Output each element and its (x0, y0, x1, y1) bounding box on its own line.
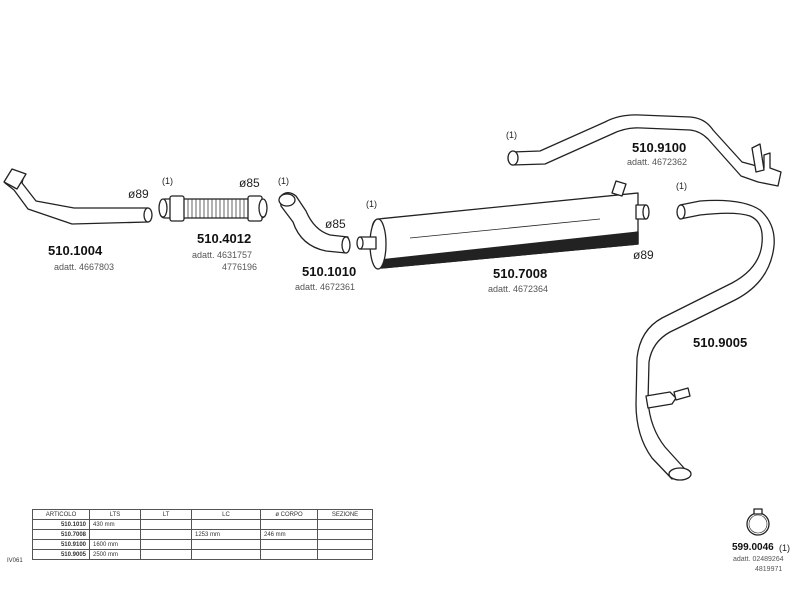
table-header: SEZIONE (317, 509, 373, 520)
pipe-510-9100 (507, 114, 782, 187)
bend-pipe-510-1010 (278, 192, 351, 254)
table-header: LC (191, 509, 261, 520)
pipe-510-9005 (635, 199, 775, 481)
part-adatt-510-1010: adatt. 4672361 (295, 282, 356, 292)
clamp-599-0046 (746, 508, 770, 536)
part-adatt-510-9100: adatt. 4672362 (627, 157, 688, 167)
spec-table: ARTICOLO LTS LT LC ø CORPO SEZIONE 510.1… (32, 509, 373, 560)
table-header: LTS (89, 509, 141, 520)
diameter-label-510-1004: ø89 (128, 187, 149, 201)
part-code-510-9100: 510.9100 (632, 140, 687, 155)
table-cell (191, 549, 261, 560)
table-row: 510.9005 2500 mm (32, 549, 373, 560)
table-cell: 1600 mm (89, 539, 141, 550)
table-cell: 246 mm (260, 529, 318, 540)
table-cell (317, 539, 373, 550)
note-510-9100: (1) (506, 130, 517, 140)
diameter-label-510-7008: ø89 (633, 248, 654, 262)
table-header: LT (140, 509, 192, 520)
table-side-label: IV061 (7, 558, 23, 564)
table-row: 510.9100 1600 mm (32, 539, 373, 550)
part-adatt-510-1004: adatt. 4667803 (54, 262, 115, 272)
table-cell (140, 519, 192, 530)
note-510-7008: (1) (366, 199, 377, 209)
table-cell (317, 519, 373, 530)
diameter-label-510-1010: ø85 (325, 217, 346, 231)
part-adatt-510-7008: adatt. 4672364 (488, 284, 549, 294)
part-code-510-9005: 510.9005 (693, 335, 748, 350)
table-cell: 2500 mm (89, 549, 141, 560)
table-cell (140, 529, 192, 540)
table-header: ARTICOLO (32, 509, 90, 520)
table-cell (89, 529, 141, 540)
table-cell (260, 519, 318, 530)
table-cell (260, 539, 318, 550)
part-code-510-4012: 510.4012 (197, 231, 252, 246)
part-code-510-7008: 510.7008 (493, 266, 548, 281)
table-header-row: ARTICOLO LTS LT LC ø CORPO SEZIONE (32, 509, 373, 520)
part-code-510-1010: 510.1010 (302, 264, 357, 279)
table-cell (260, 549, 318, 560)
table-cell (140, 539, 192, 550)
part-adatt-599-0046: adatt. 02489264 (733, 556, 784, 563)
table-cell-articolo: 510.9005 (32, 549, 90, 560)
table-cell (191, 519, 261, 530)
table-cell (317, 529, 373, 540)
table-cell: 1253 mm (191, 529, 261, 540)
table-cell-articolo: 510.9100 (32, 539, 90, 550)
note-510-4012: (1) (162, 176, 173, 186)
note-510-1010: (1) (278, 176, 289, 186)
table-header: ø CORPO (260, 509, 318, 520)
table-cell-articolo: 510.7008 (32, 529, 90, 540)
table-cell: 430 mm (89, 519, 141, 530)
part-code-599-0046: 599.0046 (732, 542, 774, 553)
diameter-label-510-4012: ø85 (239, 176, 260, 190)
table-cell (317, 549, 373, 560)
table-cell (140, 549, 192, 560)
silencer-510-7008 (356, 180, 650, 270)
part-code-510-1004: 510.1004 (48, 243, 103, 258)
table-cell-articolo: 510.1010 (32, 519, 90, 530)
note-510-9005: (1) (676, 181, 687, 191)
note-599-0046: (1) (779, 543, 790, 553)
part-adatt2-599-0046: 4819971 (755, 566, 783, 573)
part-adatt2-510-4012: 4776196 (222, 262, 258, 272)
table-cell (191, 539, 261, 550)
flex-pipe-510-4012 (158, 195, 268, 222)
part-adatt-510-4012: adatt. 4631757 (192, 250, 253, 260)
table-row: 510.7008 1253 mm 246 mm (32, 529, 373, 540)
table-row: 510.1010 430 mm (32, 519, 373, 530)
pipe-510-1004 (3, 168, 153, 225)
